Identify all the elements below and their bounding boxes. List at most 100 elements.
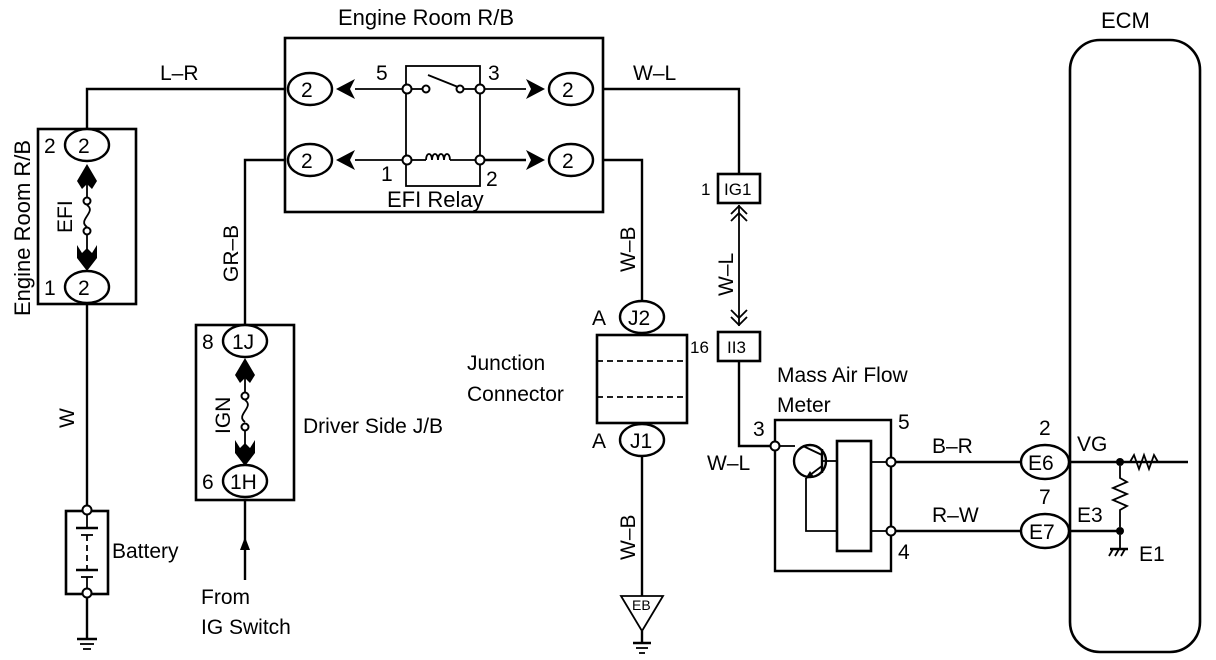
wire-wl-top [603,87,741,174]
wire-lr-label: L–R [160,62,199,85]
ecm-terminal-e3: E3 [1077,504,1103,527]
fuse-node-icon [82,196,92,206]
ii3-pin: 16 [690,338,709,357]
maf-pin-node-icon [885,456,897,468]
maf-pin-node-icon [769,440,781,452]
relay-switch-icon [427,74,459,88]
maf-label-line2: Meter [777,394,831,417]
relay-pin-5: 5 [376,62,388,85]
maf-pin-5: 5 [898,411,910,434]
terminal-right-arrow-icon [526,79,545,99]
jc-top-connector-code: J2 [628,307,650,330]
junction-dot-icon [1116,458,1124,466]
battery-label: Battery [112,540,179,563]
relay-pin-node-icon [401,83,413,95]
maf-pin-4: 4 [898,541,910,564]
driver-jb-label: Driver Side J/B [303,415,443,438]
terminal-left-arrow-icon [336,150,355,170]
wire-wb-upper-label: W–B [617,226,640,272]
jc-bottom-prefix: A [592,430,606,453]
relay-right-bottom-connector [547,142,595,178]
ground-point-label: EB [632,597,651,613]
relay-pin-node-icon [474,83,486,95]
ground-icon [77,637,97,650]
ecm: ECM VG E3 E1 [1068,8,1202,654]
jc-bottom-connector-code: J1 [630,430,652,453]
wire-wb-lower-label: W–B [617,514,640,560]
from-label-line1: From [201,586,250,609]
efi-bottom-terminal-icon [77,245,97,271]
engine-room-rb-top-label: Engine Room R/B [338,5,514,30]
e3-resistor-icon [1110,466,1130,527]
ii3-connector-code: II3 [727,338,746,357]
efi-top-pin: 2 [44,135,56,158]
ign-bottom-pin: 6 [202,471,214,494]
e6-pin: 2 [1039,417,1051,440]
relay-left-bottom-connector-code: 2 [301,150,313,173]
ign-top-terminal-icon [235,358,255,383]
efi-top-connector-code: 2 [78,135,90,158]
ig1-connector [716,172,762,205]
wire-grb-label: GR–B [220,225,243,282]
relay-left-top-connector-code: 2 [301,79,313,102]
e7-pin: 7 [1039,486,1051,509]
ign-fuse-icon [241,399,249,423]
jc-top-prefix: A [592,307,606,330]
terminal-down-icon [730,309,748,320]
wire-wl-maf-label: W–L [707,452,750,475]
ign-top-connector [221,323,269,359]
from-label-line2: IG Switch [201,616,291,639]
ign-fuse-label: IGN [212,397,235,434]
ecm-outline [1068,38,1202,654]
wire-br-label: B–R [932,435,973,458]
terminal-up-icon [730,204,748,215]
efi-relay-label: EFI Relay [387,187,484,212]
relay-right-top-connector-code: 2 [562,79,574,102]
fuse-node-icon [82,226,92,236]
jc-top-connector [618,299,666,335]
ign-bottom-connector-code: 1H [230,471,257,494]
e7-connector-code: E7 [1029,521,1055,544]
wire-rw-label: R–W [932,504,979,527]
relay-right-bottom-connector-code: 2 [562,150,574,173]
maf-pin-node-icon [885,525,897,537]
efi-fuse-label: EFI [54,200,77,233]
mass-air-flow-meter: Mass Air Flow Meter 3 5 4 [753,364,910,573]
jc-label-line1: Junction [467,352,545,375]
relay-pin-node-icon [474,154,486,166]
wire-lr [85,87,285,129]
ign-top-pin: 8 [202,331,214,354]
relay-pin-1: 1 [381,163,393,186]
efi-bottom-pin: 1 [44,277,56,300]
efi-fuse-icon [83,204,91,228]
efi-top-terminal-icon [77,164,97,189]
e6-connector-code: E6 [1028,452,1054,475]
ig1-connector-code: IG1 [724,180,751,199]
wire-wl-maf [737,361,775,448]
relay-box: Engine Room R/B 2 2 2 2 [283,5,605,214]
efi-bottom-connector-code: 2 [78,277,90,300]
maf-sensor-element [835,439,873,553]
ecm-ground-icon [1108,547,1128,557]
switch-contact-icon [455,84,465,94]
battery: Battery [64,504,179,650]
efi-fuse-block: Engine Room R/B 2 2 2 1 EFI [10,127,138,316]
engine-room-rb-vertical-label: Engine Room R/B [10,140,35,316]
ig1-pin: 1 [701,180,710,199]
ground-point-triangle-icon [619,595,665,633]
relay-pin-3: 3 [488,62,500,85]
efi-relay: 5 3 1 2 EFI Relay [355,62,526,212]
junction-dot-icon [1116,527,1124,535]
relay-coil-icon [425,153,451,161]
ecm-label: ECM [1101,8,1150,33]
maf-outline-lower [773,446,893,573]
relay-right-top-connector [547,71,595,107]
ground-point-eb: EB [619,595,665,654]
switch-contact-icon [421,84,431,94]
driver-side-jb: 1J 8 1H 6 IGN Driver Side J/B [194,323,443,502]
terminal-right-arrow-icon [526,150,545,170]
fuse-node-icon [240,422,250,432]
battery-terminal-icon [81,587,93,599]
battery-terminal-icon [81,504,93,516]
